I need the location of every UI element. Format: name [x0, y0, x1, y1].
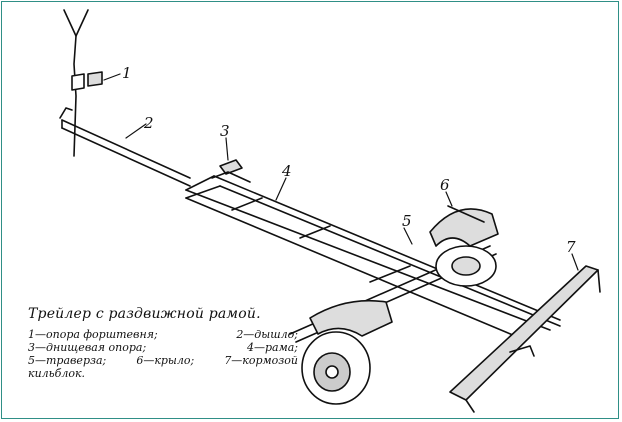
draw-bar — [59, 107, 191, 187]
bottom-support — [211, 159, 251, 183]
callout-3: 3 — [220, 122, 230, 140]
figure-caption: Трейлер с раздвижной рамой. 1—опора форш… — [28, 306, 298, 380]
callout-6: 6 — [440, 176, 450, 194]
legend-line: кильблок. — [28, 367, 298, 380]
wheel-left — [301, 331, 371, 405]
legend-item: 1—опора форштевня; — [28, 328, 158, 341]
legend-line: 5—траверза; 6—крыло; 7—кормозой — [28, 354, 298, 367]
bow-support-post — [63, 9, 103, 157]
leader-lines — [103, 73, 579, 271]
callout-1: 1 — [122, 64, 132, 82]
callout-2: 2 — [143, 114, 154, 132]
legend-line: 1—опора форштевня; 2—дышло; — [28, 328, 298, 341]
callout-4: 4 — [281, 162, 292, 180]
legend-item: кильблок. — [28, 367, 86, 380]
fender-right — [429, 205, 499, 247]
callout-5: 5 — [402, 212, 412, 230]
legend-item: 2—дышло; — [236, 328, 298, 341]
callout-7: 7 — [566, 238, 576, 256]
legend-item: 3—днищевая опора; — [28, 341, 147, 354]
legend-line: 3—днищевая опора; 4—рама; — [28, 341, 298, 354]
legend-item: 7—кормозой — [224, 354, 298, 367]
stern-keel-block — [449, 265, 601, 413]
legend-item: 5—траверза; — [28, 354, 107, 367]
legend-item: 6—крыло; — [136, 354, 195, 367]
wheel-right — [435, 245, 497, 287]
legend-item: 4—рама; — [247, 341, 298, 354]
legend: 1—опора форштевня; 2—дышло; 3—днищевая о… — [28, 328, 298, 380]
caption-title: Трейлер с раздвижной рамой. — [28, 306, 261, 322]
fender-left — [309, 299, 393, 337]
frame-rails — [185, 175, 561, 339]
